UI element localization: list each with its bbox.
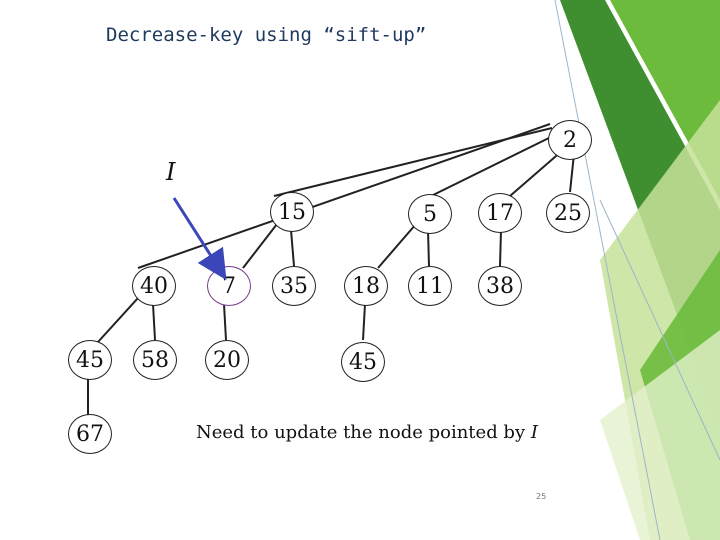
slide-title: Decrease-key using “sift-up” [106, 24, 426, 46]
caption: Need to update the node pointed by I [196, 422, 538, 443]
pointer-label: I [166, 158, 175, 186]
page-number: 25 [536, 492, 546, 501]
caption-text: Need to update the node pointed by [196, 422, 525, 443]
pointer-arrow-line [174, 198, 220, 270]
caption-pointer: I [531, 422, 538, 443]
